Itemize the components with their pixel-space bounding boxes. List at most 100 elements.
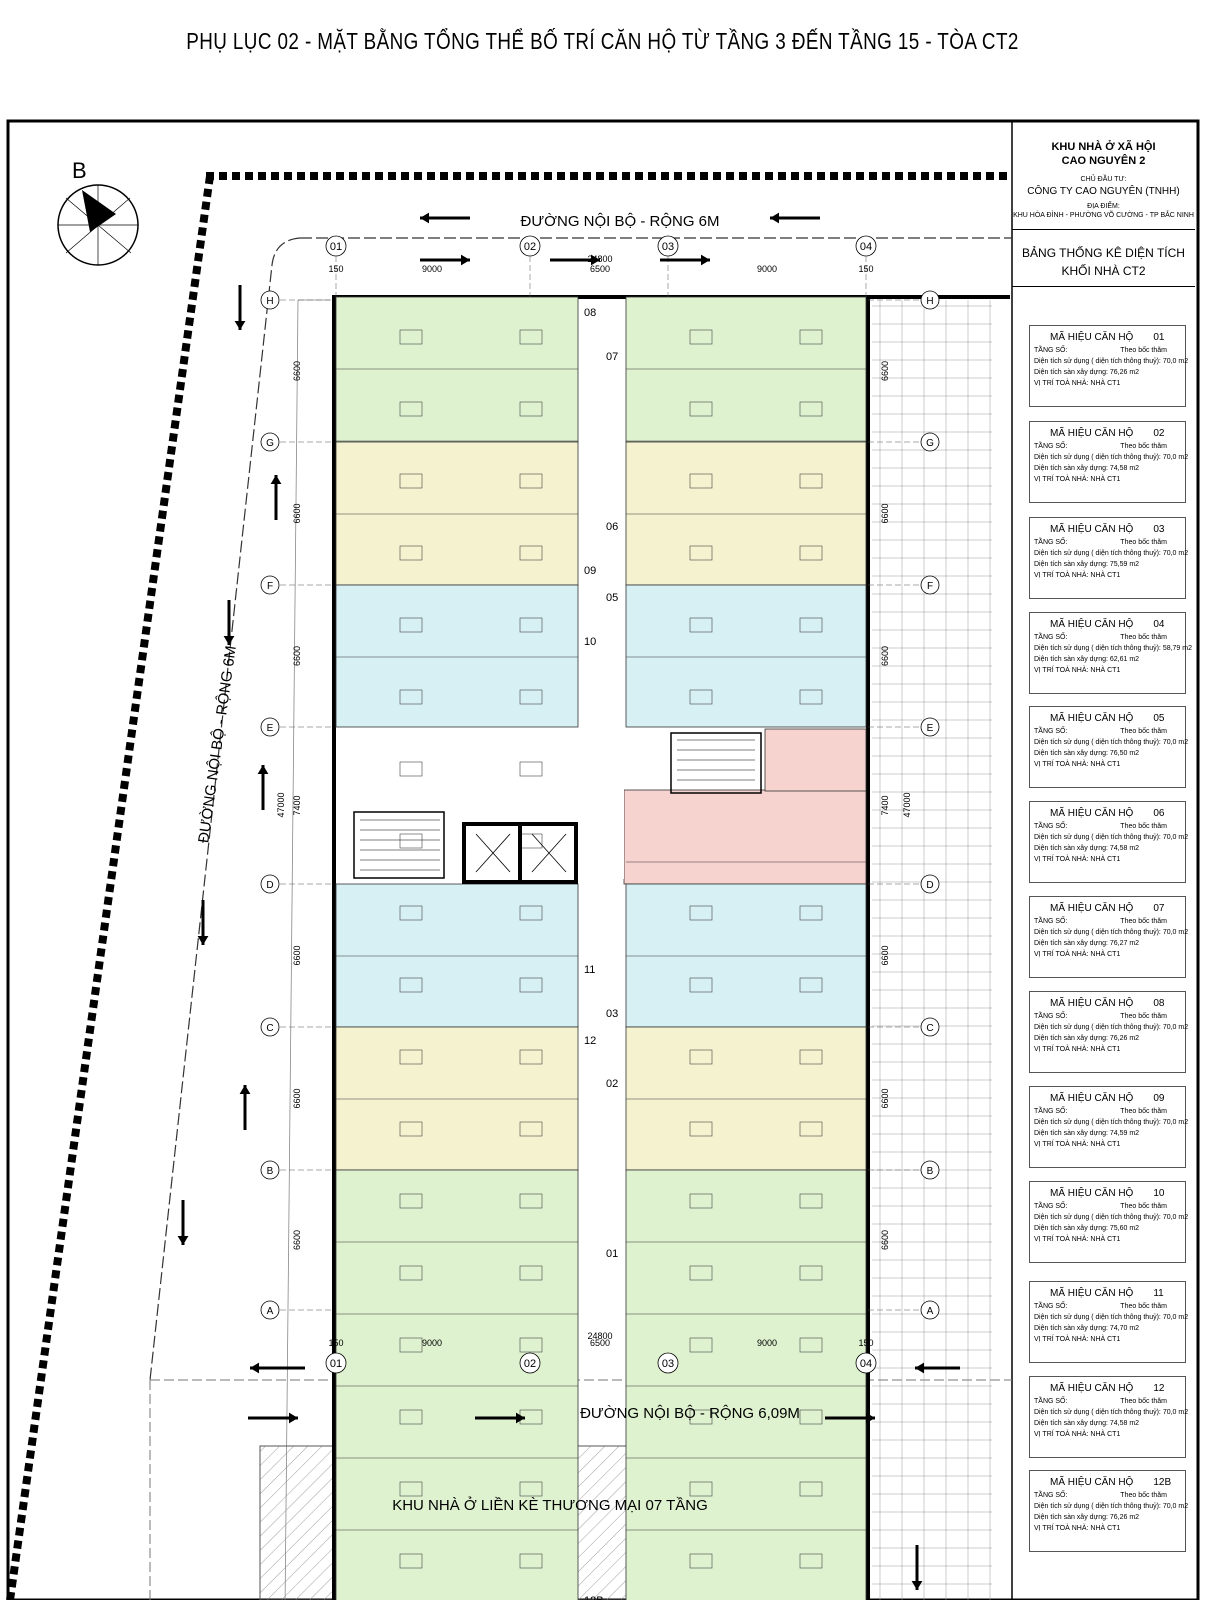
row-dim: 6600 bbox=[880, 361, 890, 381]
grid-row-label: F bbox=[267, 581, 273, 592]
unit-right-0 bbox=[625, 296, 867, 443]
grid-row-B bbox=[920, 1160, 940, 1180]
grid-col-01 bbox=[325, 1352, 347, 1374]
built-area: Diện tích sàn xây dựng: 76,26 m2 bbox=[1034, 369, 1140, 376]
card-code: 07 bbox=[1153, 903, 1165, 914]
card-title: MÃ HIỆU CĂN HỘ bbox=[1050, 808, 1134, 819]
card-title: MÃ HIỆU CĂN HỘ bbox=[1050, 1188, 1134, 1199]
unit-label-right: 06 bbox=[606, 521, 618, 533]
built-area: Diện tích sàn xây dựng: 62,61 m2 bbox=[1034, 656, 1140, 663]
row-dim: 6600 bbox=[292, 1230, 302, 1250]
sidebar: KHU NHÀ Ở XÃ HỘI CAO NGUYÊN 2 CHỦ ĐẦU TƯ… bbox=[1012, 128, 1195, 1600]
usable-area: Diện tích sử dụng ( diện tích thông thuỷ… bbox=[1034, 1024, 1189, 1031]
unit-right-2 bbox=[625, 584, 867, 728]
overall-dim: 47000 bbox=[276, 792, 286, 817]
built-area: Diện tích sàn xây dựng: 76,26 m2 bbox=[1034, 1514, 1140, 1521]
span-dim: 6500 bbox=[590, 1338, 610, 1348]
floor-value: Theo bốc thăm bbox=[1120, 1492, 1167, 1499]
grid-row-D bbox=[920, 874, 940, 894]
span-dim: 150 bbox=[858, 1338, 873, 1348]
grid-col-label: 02 bbox=[524, 241, 536, 253]
usable-area: Diện tích sử dụng ( diện tích thông thuỷ… bbox=[1034, 1314, 1189, 1321]
card-title: MÃ HIỆU CĂN HỘ bbox=[1050, 1093, 1134, 1104]
floor-label: TẦNG SỐ: bbox=[1034, 1203, 1068, 1210]
row-dim: 6600 bbox=[880, 1088, 890, 1108]
card-code: 04 bbox=[1153, 619, 1165, 630]
floor-label: TẦNG SỐ: bbox=[1034, 443, 1068, 450]
overall-dim: 47000 bbox=[902, 792, 912, 817]
unit-right-6 bbox=[625, 1169, 867, 1600]
span-dim: 150 bbox=[328, 1338, 343, 1348]
usable-area: Diện tích sử dụng ( diện tích thông thuỷ… bbox=[1034, 1409, 1189, 1416]
row-dim: 6600 bbox=[880, 945, 890, 965]
unit-right-1 bbox=[625, 441, 867, 586]
unit-label-left: 11 bbox=[584, 964, 595, 976]
grid-row-D bbox=[260, 874, 280, 894]
grid-row-E bbox=[260, 717, 280, 737]
lift-2 bbox=[518, 822, 578, 884]
position-label: VỊ TRÍ TOÀ NHÀ: NHÀ CT1 bbox=[1034, 1336, 1121, 1343]
span-dim: 150 bbox=[858, 264, 873, 274]
card-title: MÃ HIỆU CĂN HỘ bbox=[1050, 998, 1134, 1009]
position-label: VỊ TRÍ TOÀ NHÀ: NHÀ CT1 bbox=[1034, 572, 1121, 579]
floor-value: Theo bốc thăm bbox=[1120, 347, 1167, 354]
usable-area: Diện tích sử dụng ( diện tích thông thuỷ… bbox=[1034, 834, 1189, 841]
unit-left-1 bbox=[335, 441, 579, 586]
built-area: Diện tích sàn xây dựng: 74,58 m2 bbox=[1034, 845, 1140, 852]
unit-label-right: 03 bbox=[606, 1008, 618, 1020]
grid-col-label: 04 bbox=[860, 1358, 872, 1370]
card-title: MÃ HIỆU CĂN HỘ bbox=[1050, 713, 1134, 724]
unit-right-4 bbox=[625, 883, 867, 1028]
grid-col-04 bbox=[855, 1352, 877, 1374]
position-label: VỊ TRÍ TOÀ NHÀ: NHÀ CT1 bbox=[1034, 1431, 1121, 1438]
built-area: Diện tích sàn xây dựng: 74,59 m2 bbox=[1034, 1130, 1140, 1137]
built-area: Diện tích sàn xây dựng: 76,26 m2 bbox=[1034, 1035, 1140, 1042]
building-outline bbox=[332, 295, 870, 1600]
usable-area: Diện tích sử dụng ( diện tích thông thuỷ… bbox=[1034, 1214, 1189, 1221]
stair-left bbox=[353, 811, 445, 879]
grid-col-label: 01 bbox=[330, 1358, 342, 1370]
grid-row-B bbox=[260, 1160, 280, 1180]
position-label: VỊ TRÍ TOÀ NHÀ: NHÀ CT1 bbox=[1034, 951, 1121, 958]
grid-row-C bbox=[920, 1017, 940, 1037]
row-dim: 6600 bbox=[292, 1088, 302, 1108]
card-code: 10 bbox=[1153, 1188, 1165, 1199]
card-title: MÃ HIỆU CĂN HỘ bbox=[1050, 428, 1134, 439]
position-label: VỊ TRÍ TOÀ NHÀ: NHÀ CT1 bbox=[1034, 1525, 1121, 1532]
grid-row-label: D bbox=[266, 880, 273, 891]
grid-row-G bbox=[920, 432, 940, 452]
unit-left-3 bbox=[335, 883, 579, 1028]
floor-value: Theo bốc thăm bbox=[1120, 539, 1167, 546]
grid-row-label: G bbox=[926, 438, 934, 449]
grid-row-label: C bbox=[926, 1023, 933, 1034]
grid-col-label: 03 bbox=[662, 1358, 674, 1370]
floor-value: Theo bốc thăm bbox=[1120, 443, 1167, 450]
span-dim: 9000 bbox=[422, 1338, 442, 1348]
card-title: MÃ HIỆU CĂN HỘ bbox=[1050, 524, 1134, 535]
unit-left-5 bbox=[335, 1169, 579, 1600]
usable-area: Diện tích sử dụng ( diện tích thông thuỷ… bbox=[1034, 358, 1189, 365]
card-title: MÃ HIỆU CĂN HỘ bbox=[1050, 903, 1134, 914]
grid-col-label: 03 bbox=[662, 241, 674, 253]
floor-label: TẦNG SỐ: bbox=[1034, 728, 1068, 735]
table-title-2: KHỐI NHÀ CT2 bbox=[1061, 264, 1146, 278]
site-boundary-left bbox=[6, 175, 214, 1600]
floor-value: Theo bốc thăm bbox=[1120, 1303, 1167, 1310]
total-dim: 24800 bbox=[587, 1331, 612, 1341]
unit-label-right: 07 bbox=[606, 351, 618, 363]
floor-label: TẦNG SỐ: bbox=[1034, 1013, 1068, 1020]
grid-row-label: A bbox=[927, 1306, 934, 1317]
row-dim: 6600 bbox=[292, 945, 302, 965]
unit-label-left: 10 bbox=[584, 636, 596, 648]
floor-value: Theo bốc thăm bbox=[1120, 634, 1167, 641]
floor-label: TẦNG SỐ: bbox=[1034, 1398, 1068, 1405]
unit-label-left: 12B bbox=[584, 1595, 604, 1600]
location: KHU HÒA ĐÌNH - PHƯỜNG VÕ CƯỜNG - TP BẮC … bbox=[1013, 212, 1194, 219]
road-top-label: ĐƯỜNG NỘI BỘ - RỘNG 6M bbox=[520, 213, 719, 230]
